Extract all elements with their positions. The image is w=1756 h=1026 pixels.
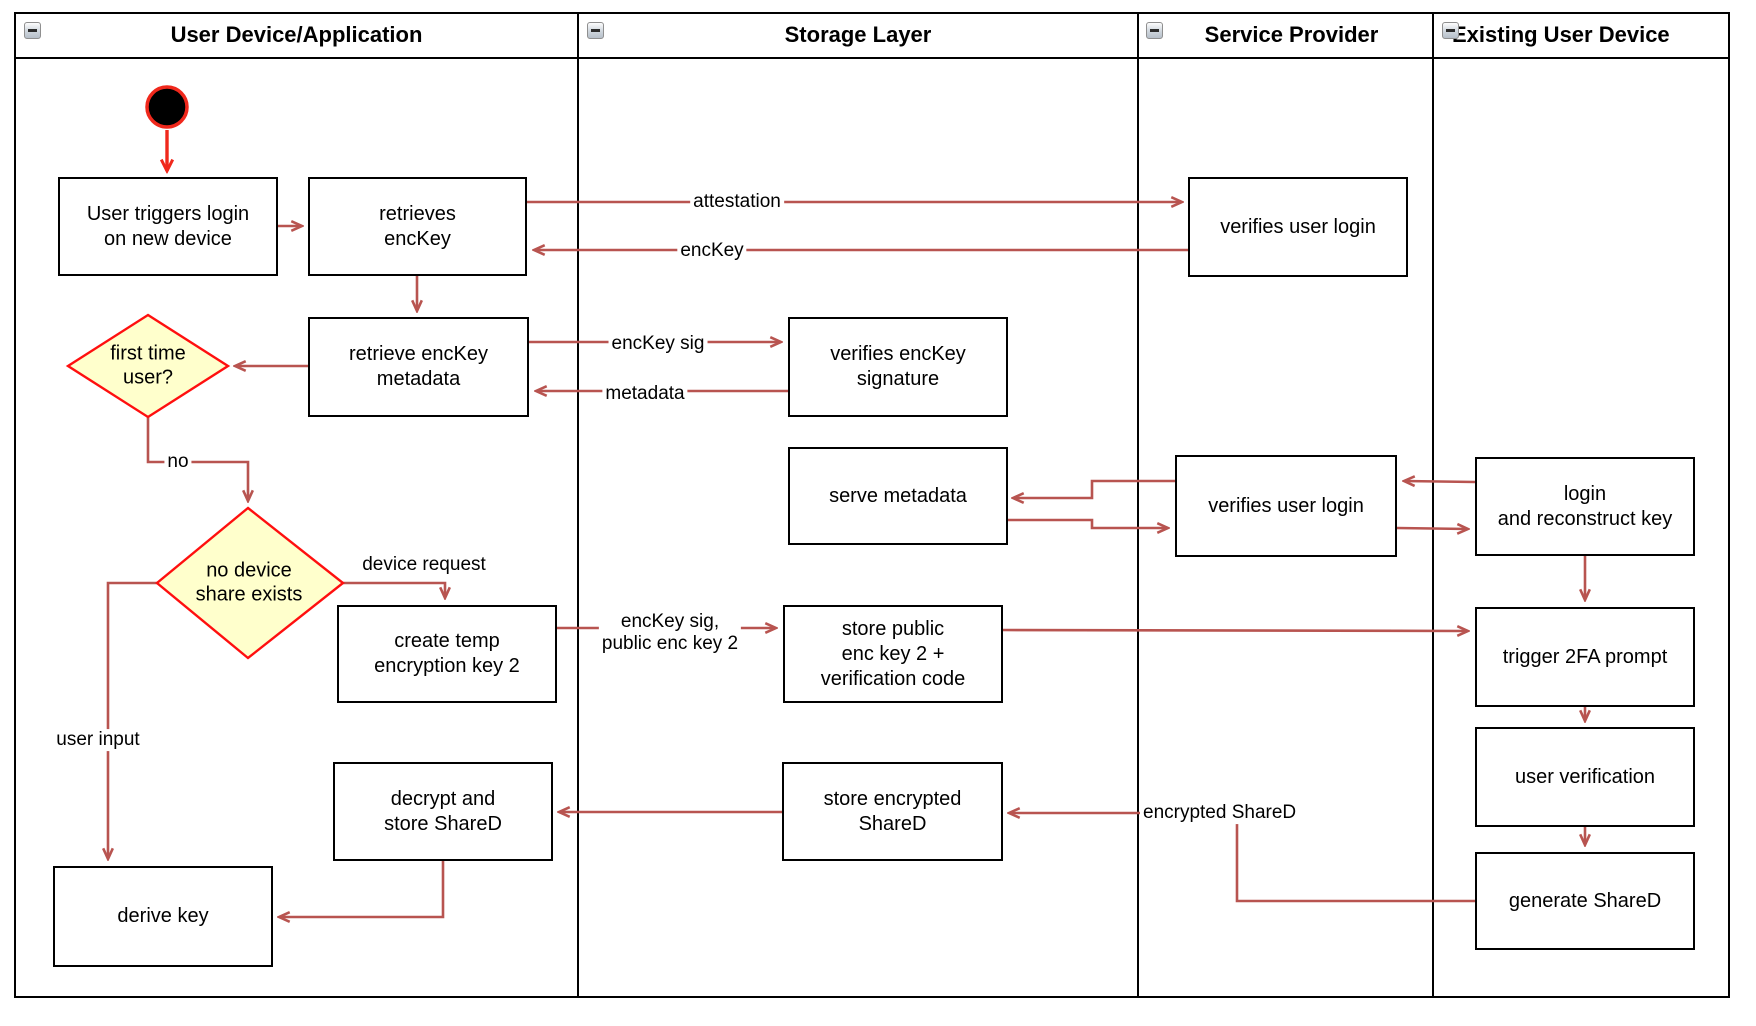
activity-retrieve-enckey-metadata[interactable]: retrieve encKey metadata [308, 317, 529, 417]
edge-label-user-input: user input [53, 729, 143, 751]
edge-label-device-request: device request [359, 554, 489, 576]
edge-label-enckey-sig: encKey sig [608, 333, 708, 355]
activity-serve-metadata[interactable]: serve metadata [788, 447, 1008, 545]
collapse-icon[interactable] [1442, 22, 1459, 39]
lane-title-service-provider: Service Provider [1204, 22, 1379, 47]
activity-store-public-enc-key-2[interactable]: store public enc key 2 + verification co… [783, 605, 1003, 703]
edge-servemetadata-to-verifies[interactable] [1008, 518, 1168, 528]
activity-derive-key[interactable]: derive key [53, 866, 273, 967]
collapse-icon[interactable] [1146, 22, 1163, 39]
minus-icon [1150, 29, 1159, 32]
edge-label-encrypted-shared: encrypted ShareD [1140, 802, 1300, 824]
edge-label-metadata: metadata [602, 383, 688, 405]
edge-verifies-to-login[interactable] [1396, 528, 1468, 529]
activity-trigger-2fa-prompt[interactable]: trigger 2FA prompt [1475, 607, 1695, 707]
activity-verifies-user-login-top[interactable]: verifies user login [1188, 177, 1408, 277]
edge-login-to-verifies[interactable] [1404, 481, 1476, 482]
pool-border [14, 12, 1730, 998]
decision-label-no-device-share: no device share exists [195, 559, 303, 606]
activity-user-verification[interactable]: user verification [1475, 727, 1695, 827]
activity-verifies-user-login-mid[interactable]: verifies user login [1175, 455, 1397, 557]
activity-decrypt-and-store-shared[interactable]: decrypt and store ShareD [333, 762, 553, 861]
activity-verifies-enckey-signature[interactable]: verifies encKey signature [788, 317, 1008, 417]
activity-generate-shared[interactable]: generate ShareD [1475, 852, 1695, 950]
edge-encrypted-shared[interactable] [1009, 813, 1475, 903]
activity-login-and-reconstruct-key[interactable]: login and reconstruct key [1475, 457, 1695, 556]
edge-label-enckey-sig-pub: encKey sig, public enc key 2 [598, 611, 742, 655]
decision-first-time-user[interactable] [65, 313, 231, 419]
activity-user-triggers-login[interactable]: User triggers login on new device [58, 177, 278, 276]
activity-store-encrypted-shared[interactable]: store encrypted ShareD [782, 762, 1003, 861]
lane-title-user-device: User Device/Application [170, 22, 423, 47]
initial-node[interactable] [145, 85, 189, 129]
minus-icon [1446, 29, 1455, 32]
minus-icon [591, 29, 600, 32]
minus-icon [28, 29, 37, 32]
activity-retrieves-enckey[interactable]: retrieves encKey [308, 177, 527, 276]
edge-user-input[interactable] [108, 581, 157, 859]
edge-device-request[interactable] [343, 581, 445, 598]
collapse-icon[interactable] [24, 22, 41, 39]
edge-decrypt-to-derive[interactable] [279, 861, 445, 917]
decision-label-first-time-user: first time user? [110, 342, 186, 389]
collapse-icon[interactable] [587, 22, 604, 39]
lane-title-storage-layer: Storage Layer [784, 22, 932, 47]
lane-title-existing-user-device: Existing User Device [1452, 22, 1670, 47]
edge-verifies-to-servemetadata[interactable] [1013, 479, 1175, 498]
edge-no-branch[interactable] [146, 417, 248, 501]
edge-label-enckey: encKey [677, 240, 747, 262]
edge-label-attestation: attestation [690, 191, 784, 213]
activity-create-temp-encryption-key-2[interactable]: create temp encryption key 2 [337, 605, 557, 703]
edge-label-no: no [164, 451, 192, 473]
decision-no-device-share[interactable] [155, 506, 345, 660]
edge-storepublic-to-2fa[interactable] [1002, 630, 1468, 631]
